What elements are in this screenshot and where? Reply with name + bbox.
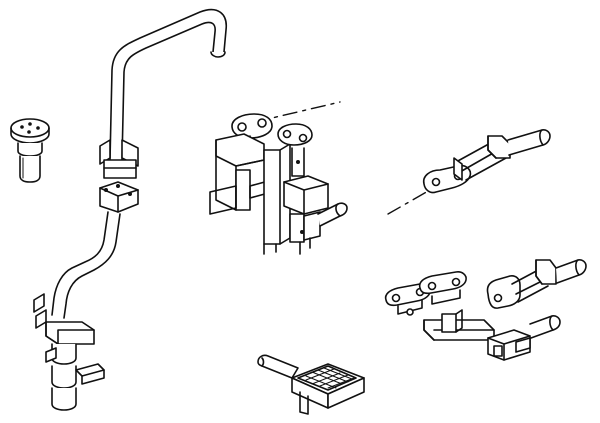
- faucet-pipe-icon: [33, 8, 227, 411]
- grated-step-icon: [257, 354, 365, 415]
- round-knob-icon: [10, 118, 50, 183]
- hinge-bracket-assembly-icon: [209, 101, 348, 255]
- linkage-rod-icon: [387, 129, 551, 215]
- clamp-rod-icon: [486, 259, 587, 309]
- grating-hatch-pattern: [305, 367, 355, 389]
- lever-link-assembly-icon: [384, 271, 561, 361]
